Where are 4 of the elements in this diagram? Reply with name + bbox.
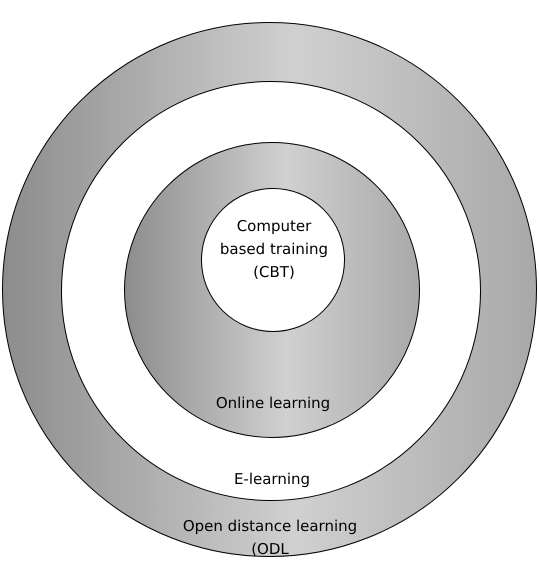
ring-label: E-learning bbox=[232, 469, 312, 490]
ring-label: Open distance learning (ODL bbox=[182, 516, 358, 560]
ring-label: Computer based training (CBT) bbox=[218, 216, 330, 283]
ring-label: Online learning bbox=[214, 393, 332, 414]
